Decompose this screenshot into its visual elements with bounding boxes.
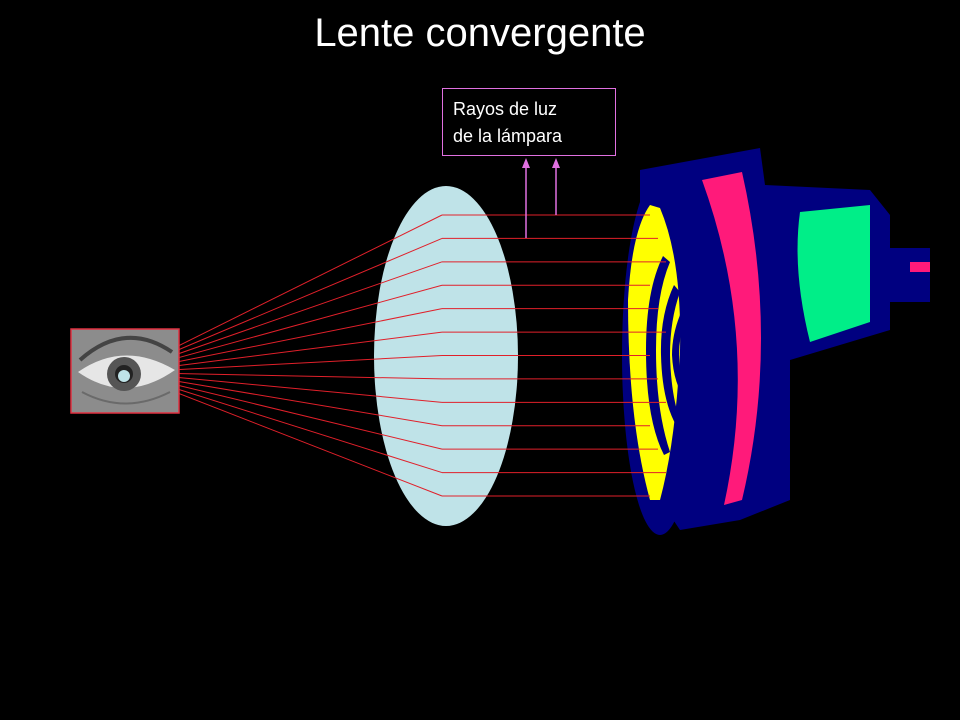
lamp-ring: [702, 172, 761, 505]
converging-ray: [132, 374, 443, 474]
annotation-arrows: [522, 158, 560, 238]
converging-ray: [132, 237, 443, 370]
converging-ray: [132, 373, 443, 427]
converging-rays: [132, 214, 666, 497]
lamp-rays-annotation: Rayos de luz de la lámpara: [442, 88, 616, 156]
converging-ray: [132, 375, 443, 497]
converging-ray: [132, 373, 443, 450]
eye-photo-icon: [70, 328, 180, 414]
lamp-stem-tip: [910, 262, 930, 272]
converging-ray: [132, 355, 443, 373]
lamp-coil-outer: [646, 256, 670, 455]
converging-ray: [132, 284, 443, 371]
annotation-line-2: de la lámpara: [453, 126, 563, 146]
converging-ray: [132, 308, 443, 372]
converging-ray: [132, 331, 443, 372]
lamp-icon: [622, 148, 930, 535]
lamp-coil-mid: [660, 285, 680, 425]
lamp-window: [797, 205, 870, 342]
converging-ray: [132, 261, 443, 371]
converging-ray: [132, 214, 443, 369]
page-title: Lente convergente: [314, 11, 646, 55]
converging-ray: [132, 372, 443, 380]
converging-ray: [132, 372, 443, 403]
annotation-line-1: Rayos de luz: [453, 99, 558, 119]
lamp-coil-inner: [672, 315, 685, 395]
